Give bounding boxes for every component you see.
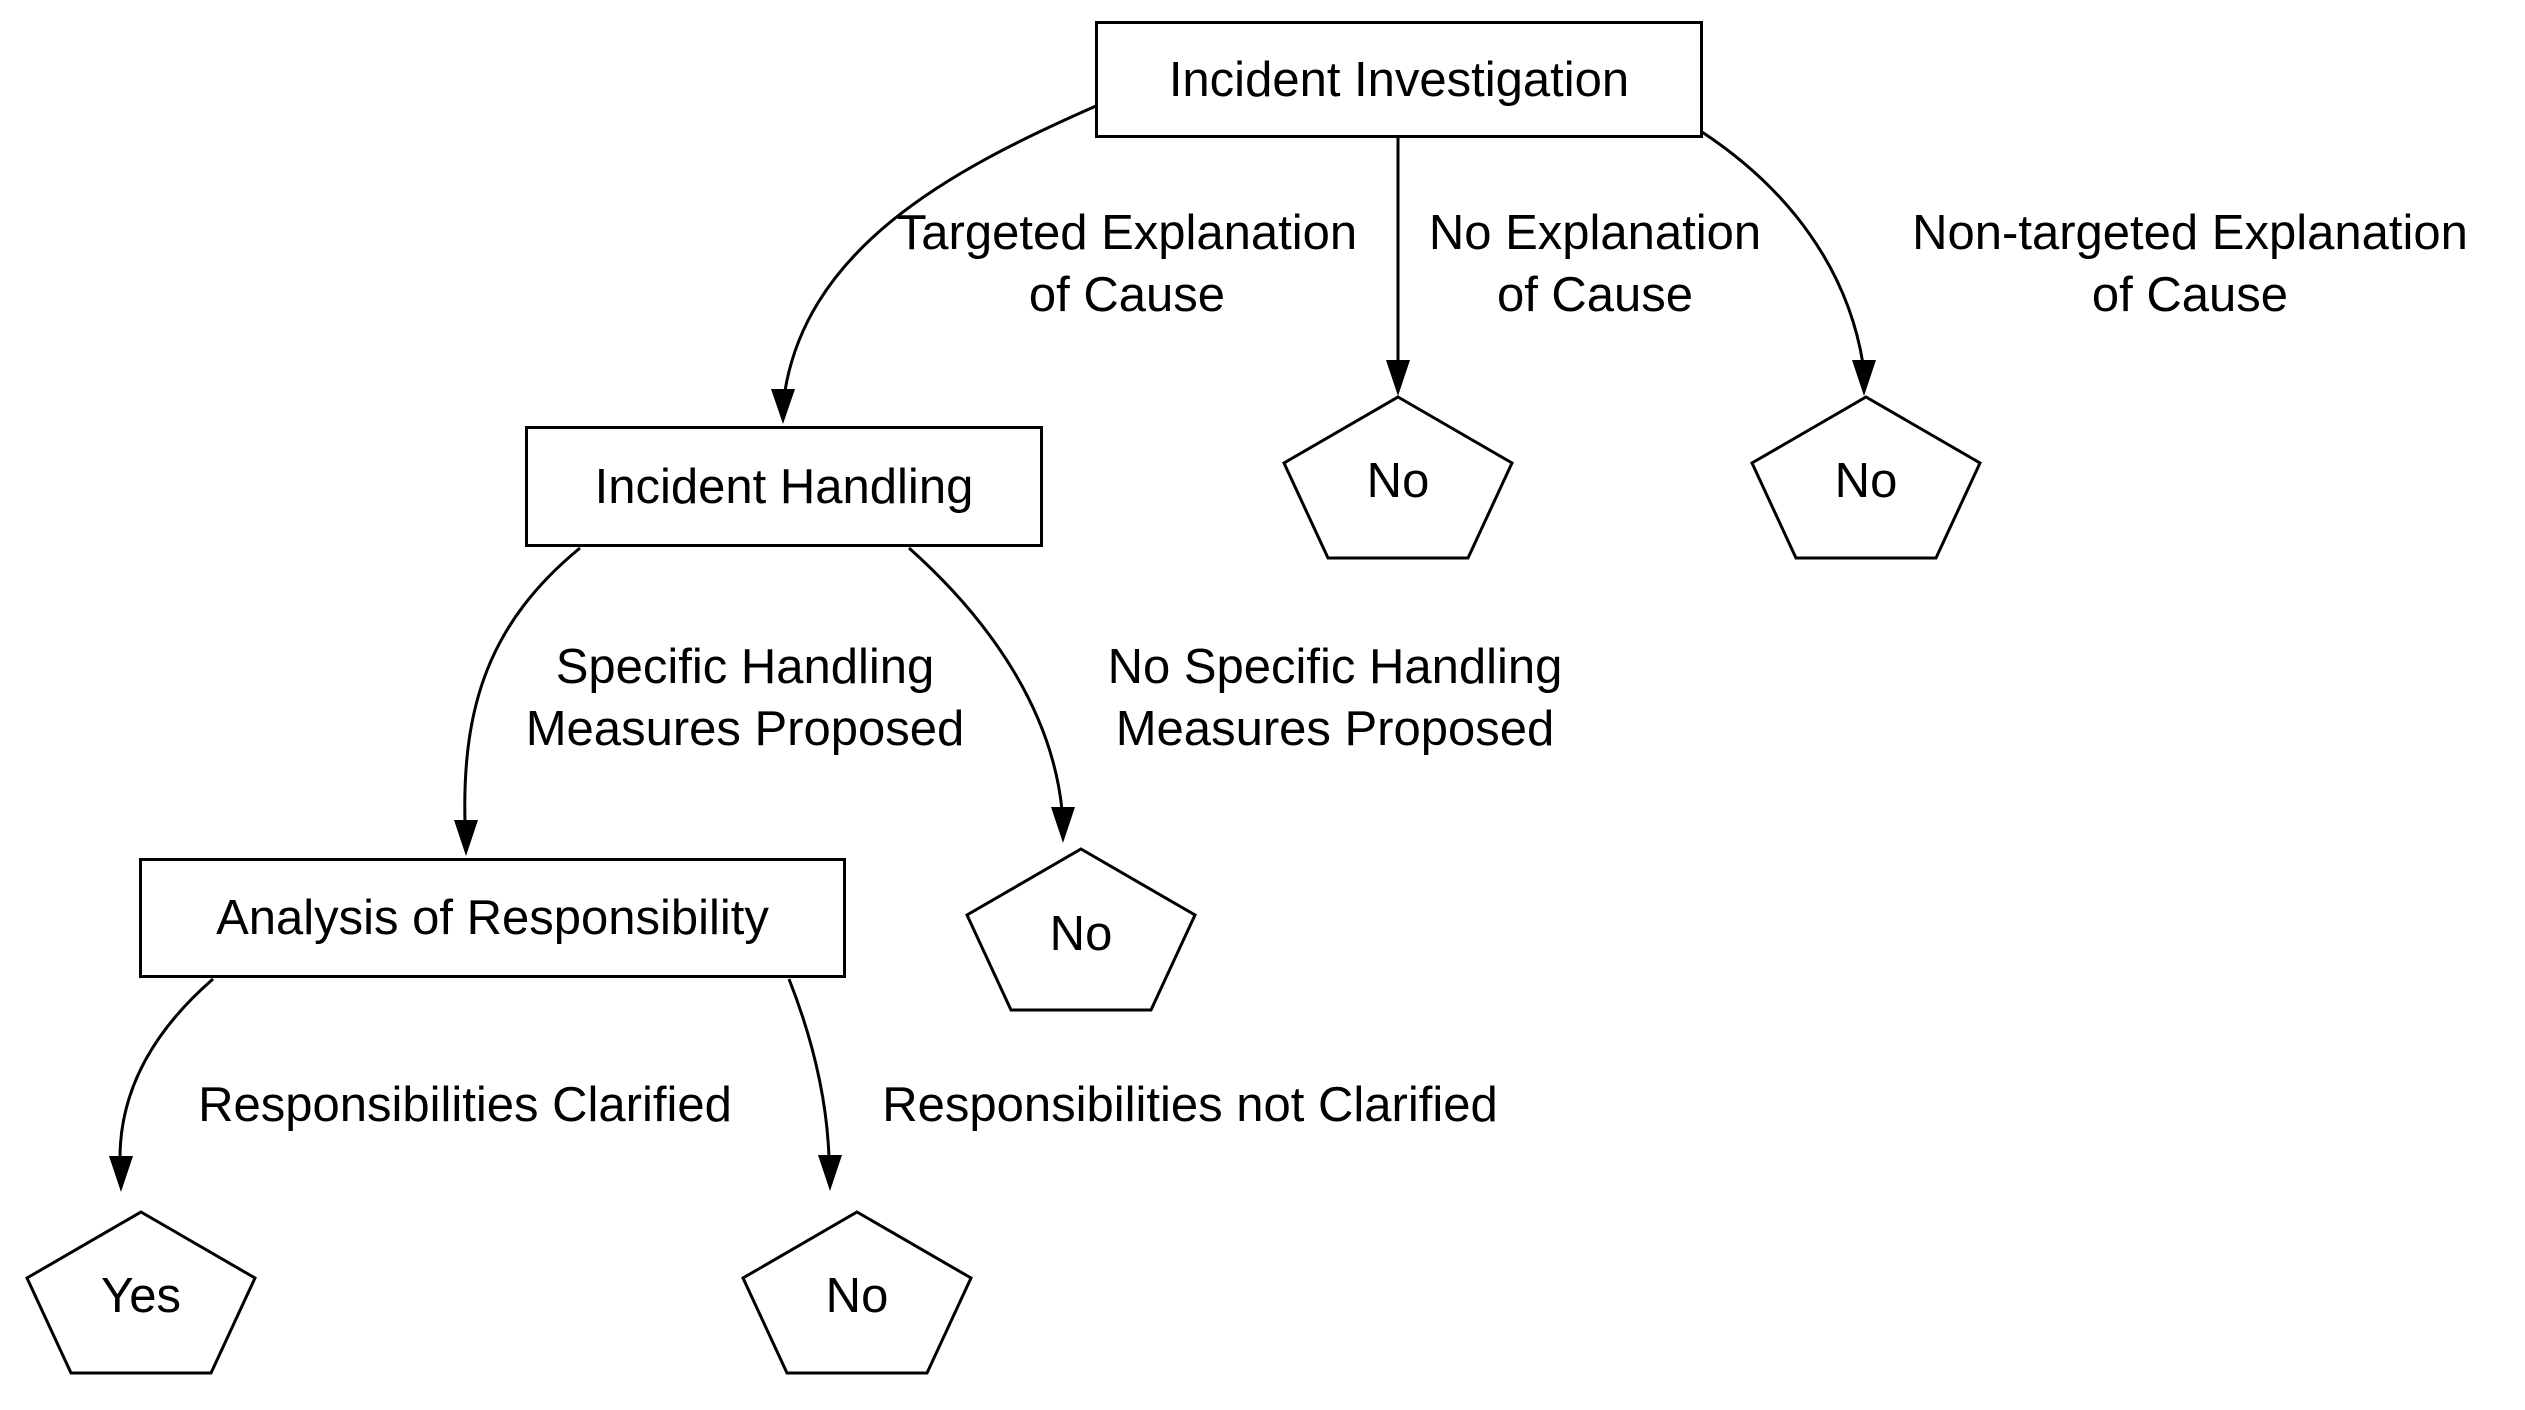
edge-label-responsibilities-clarified: Responsibilities Clarified [198,1074,732,1136]
edge-label-no-explanation: No Explanation of Cause [1429,202,1761,326]
edge-label-line: No Explanation [1428,206,1762,260]
arrowhead-to-yes-leaf [109,1156,133,1192]
edge-label-specific-measures: Specific Handling Measures Proposed [526,636,965,760]
edge-label-line: Measures Proposed [1115,702,1555,756]
leaf-label-no-measures: No [1049,907,1113,961]
node-incident-investigation-label: Incident Investigation [1168,52,1630,107]
pentagon-not-clarified-leaf [741,1210,973,1375]
leaf-label-clarified: Yes [101,1269,181,1323]
edge-label-line: Specific Handling [555,640,935,694]
arrowhead-to-no-leaf-2 [1852,360,1876,396]
edge-label-line: No Specific Handling [1107,640,1563,694]
edge-label-no-specific-measures: No Specific Handling Measures Proposed [1108,636,1563,760]
edge-responsibilities-clarified [118,977,214,1159]
leaf-label-no-explanation: No [1366,454,1430,508]
arrowhead-to-incident-handling [771,389,795,424]
node-analysis-of-responsibility-label: Analysis of Responsibility [216,891,769,945]
pentagon-clarified-leaf [25,1210,257,1375]
edge-label-line: of Cause [1496,268,1694,322]
arrowhead-to-no-leaf-3 [1051,807,1075,843]
leaf-label-non-targeted: No [1834,454,1898,508]
node-incident-handling: Incident Handling [525,426,1043,547]
edge-label-non-targeted-explanation: Non-targeted Explanation of Cause [1912,202,2468,326]
node-incident-investigation: Incident Investigation [1095,21,1703,138]
edge-targeted-explanation [781,104,1097,406]
edge-label-line: of Cause [1028,268,1226,322]
arrowhead-to-analysis-of-responsibility [454,820,478,856]
pentagon-no-explanation-leaf [1282,395,1514,560]
node-incident-handling-label: Incident Handling [594,459,974,514]
edge-label-responsibilities-not-clarified: Responsibilities not Clarified [882,1074,1498,1136]
node-analysis-of-responsibility: Analysis of Responsibility [139,858,846,978]
edge-specific-measures [463,546,581,823]
edge-label-line: Measures Proposed [525,702,965,756]
edge-label-line: Responsibilities Clarified [198,1078,732,1132]
pentagon-non-targeted-leaf [1750,395,1982,560]
edge-non-targeted-explanation [1701,130,1865,365]
edge-label-line: Non-targeted Explanation [1912,206,2468,260]
edge-label-line: Targeted Explanation [896,206,1358,260]
leaf-label-not-clarified: No [825,1269,889,1323]
edge-label-targeted-explanation: Targeted Explanation of Cause [897,202,1357,326]
edge-label-line: of Cause [2091,268,2289,322]
edge-no-specific-measures [908,546,1064,811]
arrowhead-to-no-leaf-1 [1386,360,1410,396]
pentagon-no-measures-leaf [965,847,1197,1012]
arrowhead-to-no-leaf-4 [818,1155,842,1191]
edge-responsibilities-not-clarified [787,978,831,1159]
edge-label-line: Responsibilities not Clarified [882,1078,1498,1132]
